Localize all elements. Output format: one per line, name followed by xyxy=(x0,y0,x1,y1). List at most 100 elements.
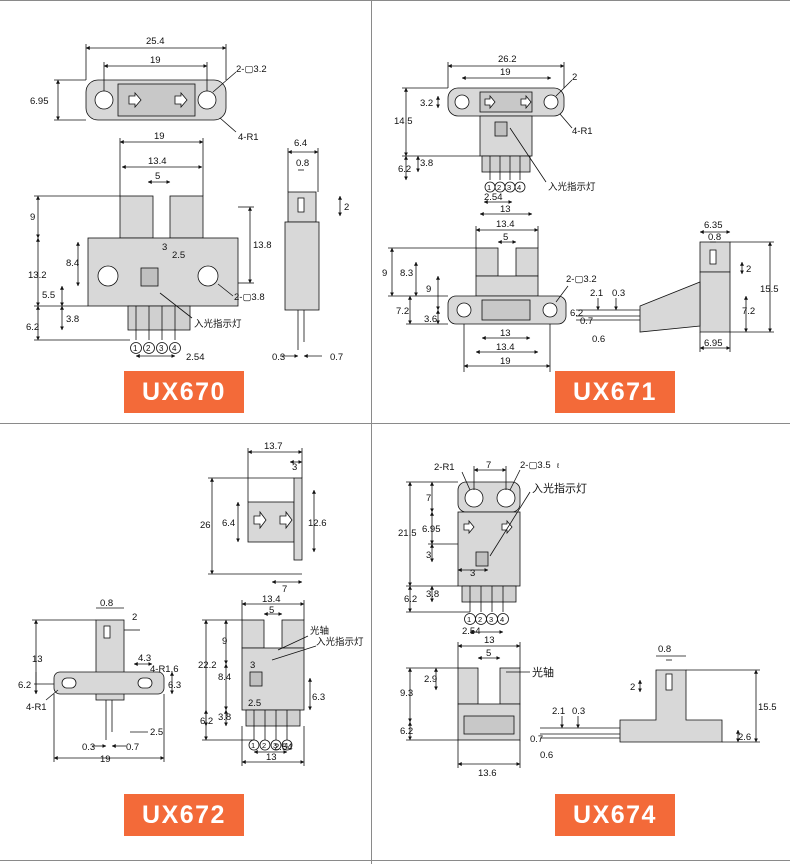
dim-text: 6.2 xyxy=(200,716,213,727)
model-badge-ux670: UX670 xyxy=(124,371,244,413)
dim-text: 0.7 xyxy=(580,316,593,327)
ux670-drawing xyxy=(34,44,342,358)
model-badge-ux672: UX672 xyxy=(124,794,244,836)
ux674-drawing xyxy=(406,466,760,768)
dim-text: 9 xyxy=(222,636,227,647)
optical-axis-label: 光轴 xyxy=(310,625,329,637)
dim-text: 2.1 xyxy=(552,706,565,717)
dim-text: 3 xyxy=(162,242,167,253)
dim-text: 2.5 xyxy=(150,727,163,738)
dim-text: 6.95 xyxy=(422,524,441,535)
dim-text: 13.4 xyxy=(496,219,515,230)
dim-text: 2-R1 xyxy=(434,462,455,473)
dim-text: 3 xyxy=(426,550,431,561)
dim-text: 3.8 xyxy=(218,712,231,723)
dim-text: 6.95 xyxy=(704,338,723,349)
dim-text: ℓ xyxy=(556,463,560,470)
dim-text: 6.4 xyxy=(294,138,307,149)
dim-text: 0.8 xyxy=(296,158,309,169)
dim-text: 7 xyxy=(282,584,287,595)
dim-text: 19 xyxy=(500,67,511,78)
dim-text: 8.4 xyxy=(218,672,231,683)
dim-text: 3.8 xyxy=(426,589,439,600)
dim-text: 19 xyxy=(100,754,111,765)
indicator-label: 入光指示灯 xyxy=(194,318,242,330)
dim-text: 25.4 xyxy=(146,36,165,47)
dim-text: 2.9 xyxy=(424,674,437,685)
ux674-pin-circles xyxy=(464,613,509,625)
dim-text: 3.6 xyxy=(424,314,437,325)
dim-text: 0.3 xyxy=(272,352,285,363)
dim-text: 7 xyxy=(486,460,491,471)
model-badge-ux674: UX674 xyxy=(555,794,675,836)
dim-text: 2.5 xyxy=(172,250,185,261)
dim-text: 0.6 xyxy=(592,334,605,345)
bottom-border xyxy=(0,860,790,861)
dim-text: 2.6 xyxy=(738,732,751,743)
dim-text: 4-R1.6 xyxy=(150,664,179,675)
dim-text: 13 xyxy=(500,328,511,339)
ux674-labels: 2-R1 7 2-▢3.5 ℓ 入光指示灯 7 21.5 6.95 3 3 3.… xyxy=(398,460,777,779)
dim-text: 6.35 xyxy=(704,220,723,231)
indicator-label: 入光指示灯 xyxy=(316,636,364,648)
dim-text: 2-▢3.5 xyxy=(520,460,551,471)
dim-text: 6.95 xyxy=(30,96,49,107)
dim-text: 6.2 xyxy=(398,164,411,175)
dim-text: 0.6 xyxy=(540,750,553,761)
pin-number: 4 xyxy=(517,183,521,192)
dim-text: 3.8 xyxy=(420,158,433,169)
dim-text: 14.5 xyxy=(394,116,413,127)
dim-text: 13.2 xyxy=(28,270,47,281)
dim-text: 0.8 xyxy=(100,598,113,609)
dim-text: 4-R1 xyxy=(26,702,47,713)
dim-text: 9.3 xyxy=(400,688,413,699)
dim-text: 3.8 xyxy=(66,314,79,325)
dim-text: 19 xyxy=(154,131,165,142)
pin-number: 3 xyxy=(507,183,511,192)
dim-text: 3 xyxy=(470,568,475,579)
dim-text: 6.3 xyxy=(168,680,181,691)
ux672-labels: 13.7 3 26 6.4 12.6 7 0.8 2 13 4-R1.6 4.3… xyxy=(18,441,364,765)
model-badge-ux671: UX671 xyxy=(555,371,675,413)
dim-text: 26 xyxy=(200,520,211,531)
dim-text: 13.7 xyxy=(264,441,283,452)
dim-text: 15.5 xyxy=(758,702,777,713)
ux671-labels: 26.2 19 2 3.2 14.5 4-R1 3.8 6.2 入光指示灯 2.… xyxy=(382,54,779,367)
dim-text: 13.8 xyxy=(253,240,272,251)
dim-text: 19 xyxy=(150,55,161,66)
dim-text: 2.5 xyxy=(248,698,261,709)
dim-text: 2.54 xyxy=(274,742,293,753)
dim-text: 2-▢3.2 xyxy=(236,64,267,75)
dim-text: 3 xyxy=(292,462,297,473)
dim-text: 6.2 xyxy=(18,680,31,691)
dim-text: 2-▢3.2 xyxy=(566,274,597,285)
dim-text: 13.4 xyxy=(496,342,515,353)
pin-number: 3 xyxy=(489,615,493,624)
pin-number: 2 xyxy=(262,741,266,750)
pin-number: 3 xyxy=(273,741,277,750)
pin-number: 4 xyxy=(172,344,177,353)
indicator-label: 入光指示灯 xyxy=(548,181,596,193)
dim-text: 2-▢3.8 xyxy=(234,292,265,303)
ux671-pin-circles xyxy=(484,181,526,193)
dim-text: 21.5 xyxy=(398,528,417,539)
dim-text: 2 xyxy=(344,202,349,213)
dim-text: 9 xyxy=(382,268,387,279)
indicator-label: 入光指示灯 xyxy=(532,481,587,495)
dim-text: 8.4 xyxy=(66,258,79,269)
dim-text: 6.2 xyxy=(570,308,583,319)
dim-text: 6.2 xyxy=(400,726,413,737)
dim-text: 0.3 xyxy=(82,742,95,753)
dim-text: 2 xyxy=(132,612,137,623)
dim-text: 2.54 xyxy=(186,352,205,363)
vertical-divider xyxy=(371,0,372,864)
pin-number: 3 xyxy=(159,344,164,353)
dim-text: 2 xyxy=(630,682,635,693)
dim-text: 4-R1 xyxy=(572,126,593,137)
dim-text: 5 xyxy=(155,171,160,182)
dim-text: 13.4 xyxy=(262,594,281,605)
dim-text: 9 xyxy=(30,212,35,223)
dim-text: 5 xyxy=(486,648,491,659)
pin-number: 1 xyxy=(251,741,255,750)
dim-text: 6.2 xyxy=(26,322,39,333)
